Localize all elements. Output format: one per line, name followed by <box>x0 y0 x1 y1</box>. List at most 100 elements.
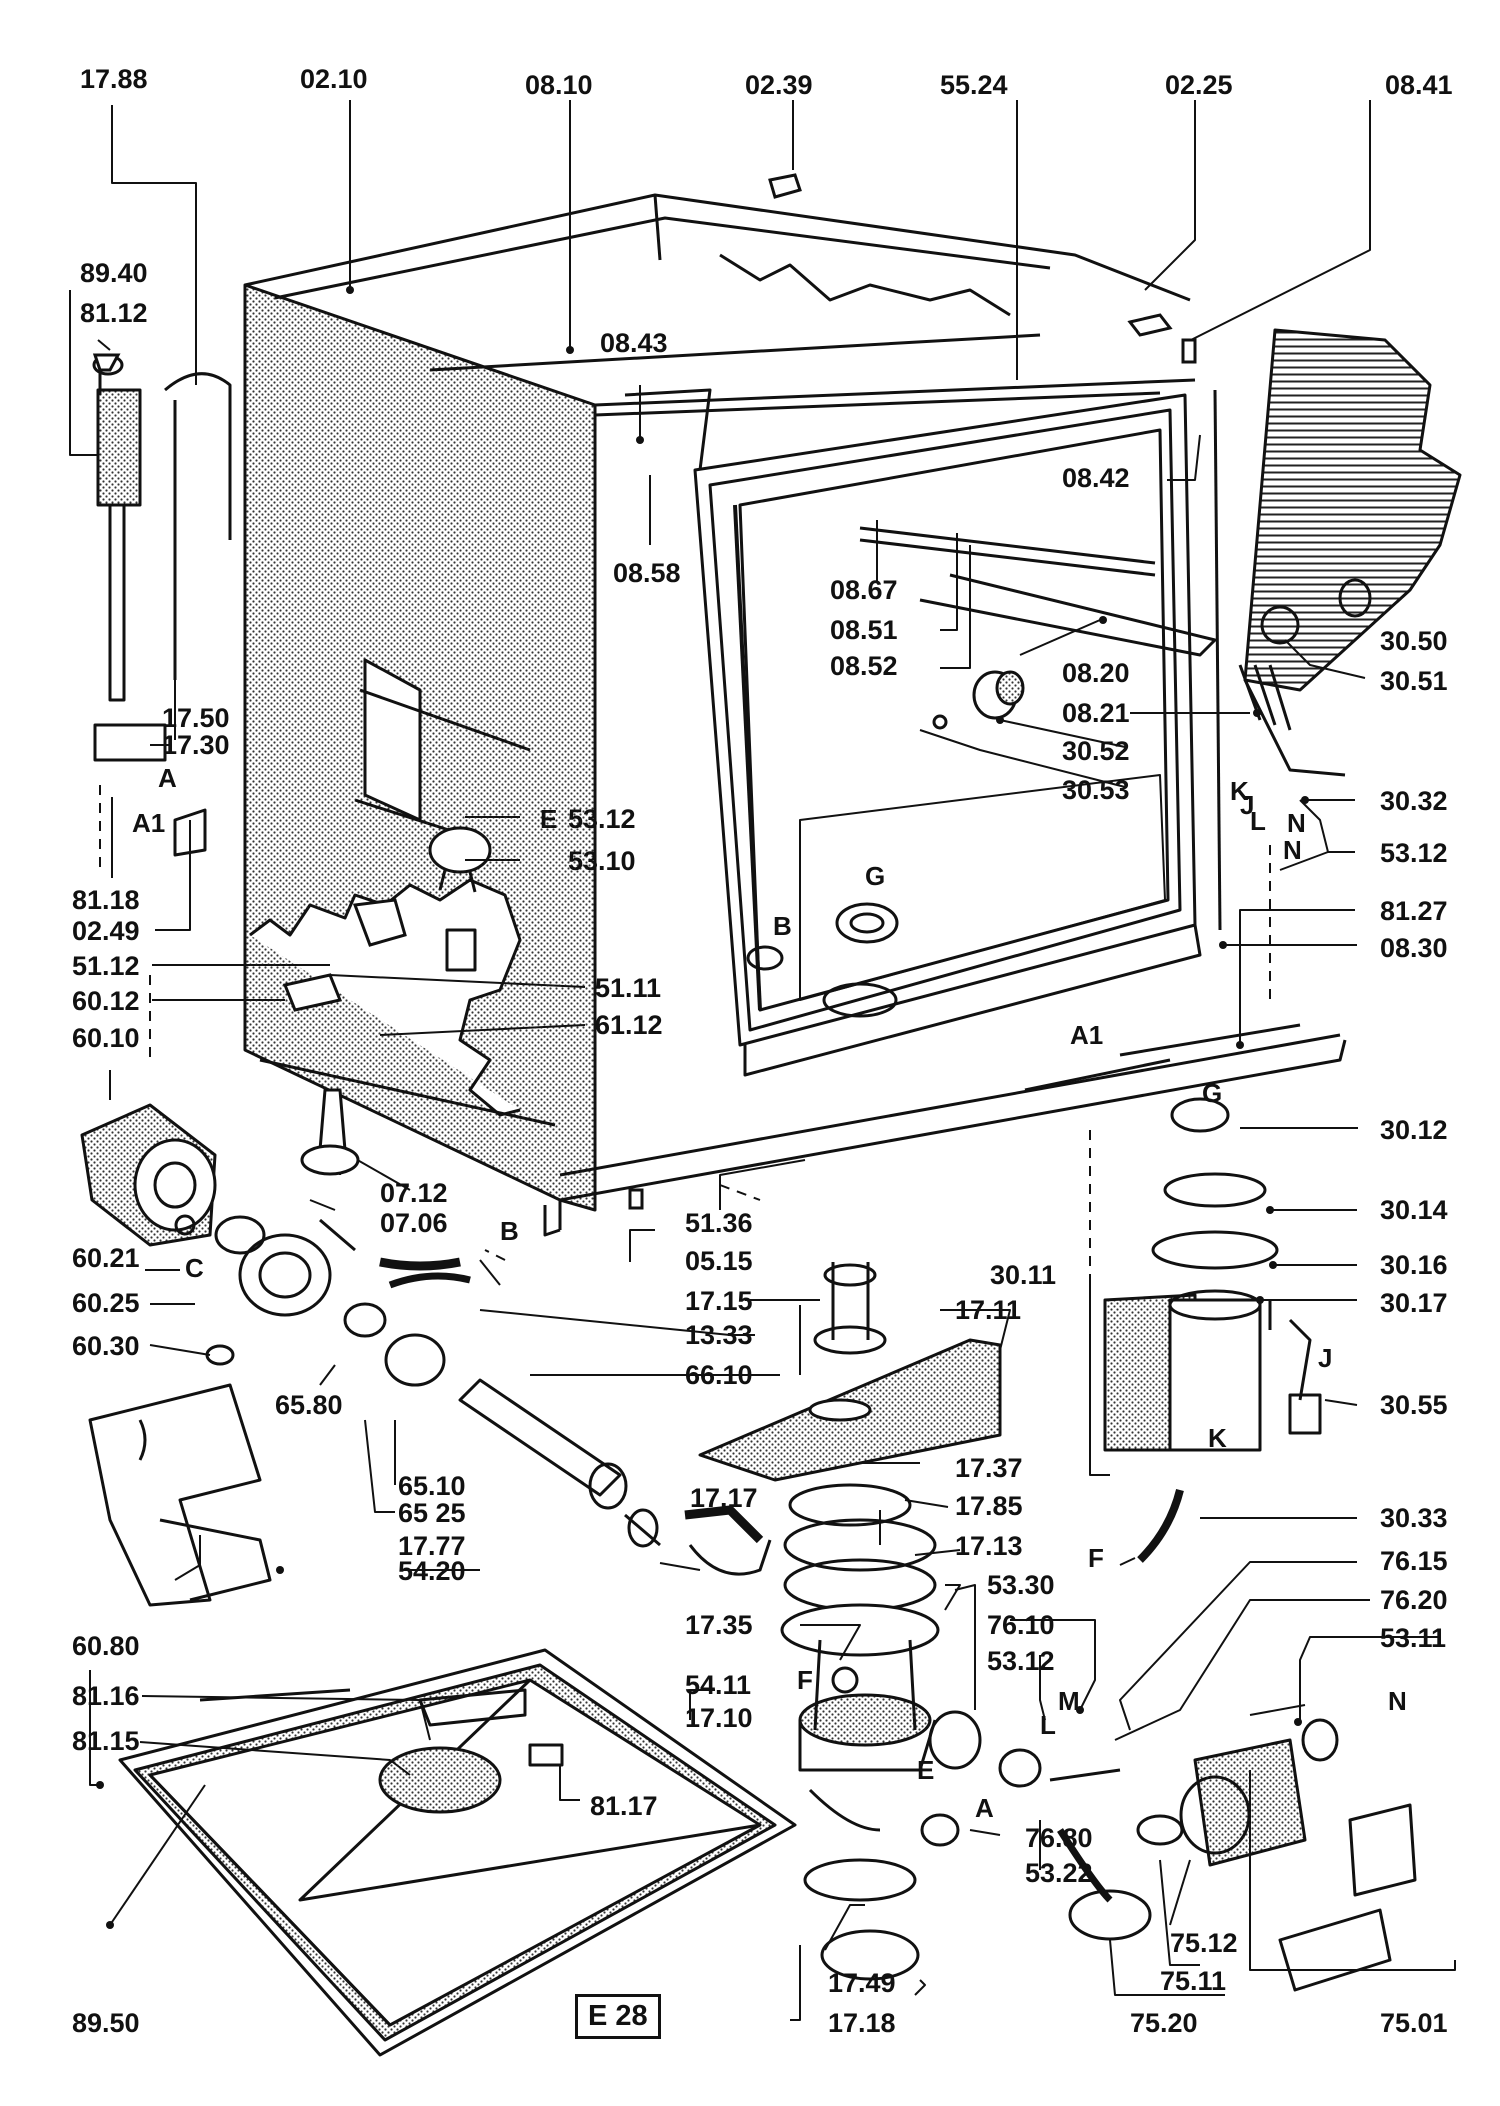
part-label: 30.16 <box>1380 1250 1448 1280</box>
part-label: 17.50 <box>162 703 230 733</box>
switch-part-51-12 <box>352 898 407 947</box>
part-label: 02.25 <box>1165 70 1233 100</box>
ref-letter: E <box>540 804 558 834</box>
heater-tube <box>458 1378 661 1548</box>
part-label: 75.11 <box>1160 1966 1227 1996</box>
motor-bracket <box>88 1383 272 1607</box>
base-tray <box>118 1648 797 2057</box>
part-label: 02.10 <box>300 64 368 94</box>
part-label: 30.51 <box>1380 666 1448 696</box>
part-label: 08.42 <box>1062 463 1130 493</box>
ref-letter: C <box>185 1253 204 1283</box>
ref-letter: N <box>1287 808 1306 838</box>
part-label: 30.50 <box>1380 626 1448 656</box>
part-label: 76.15 <box>1380 1546 1448 1576</box>
part-label: 30.11 <box>990 1260 1057 1290</box>
ref-letter: F <box>1088 1543 1104 1573</box>
part-label: 60.25 <box>72 1288 140 1318</box>
ref-letter: A1 <box>132 808 166 838</box>
part-label: 75.20 <box>1130 2008 1198 2038</box>
part-label: 81.17 <box>590 1791 658 1821</box>
ref-letter: F <box>797 1665 813 1695</box>
part-label: 17.18 <box>828 2008 896 2038</box>
part-label: 30.33 <box>1380 1503 1448 1533</box>
ref-letter: A <box>975 1793 994 1823</box>
ref-letter: L <box>1040 1710 1056 1740</box>
bracket-part-02-25 <box>1127 313 1173 337</box>
part-label: 61.12 <box>595 1010 663 1040</box>
ref-letter: A1 <box>1070 1020 1104 1050</box>
part-label: 66.10 <box>685 1360 753 1390</box>
ref-letter: J <box>1318 1343 1333 1373</box>
part-label: 60.30 <box>72 1331 140 1361</box>
ref-letter: L <box>1250 806 1266 836</box>
part-label: 08.20 <box>1062 658 1130 688</box>
part-label: 53.12 <box>987 1646 1055 1676</box>
inlet-hose-assembly <box>92 354 232 857</box>
part-label: 81.27 <box>1380 896 1448 926</box>
part-label: 65.10 <box>398 1471 466 1501</box>
part-label: 81.12 <box>80 298 148 328</box>
tub-outlets <box>746 670 1025 1018</box>
part-label: 08.52 <box>830 651 898 681</box>
part-label: 13.33 <box>685 1320 753 1350</box>
part-label: 30.17 <box>1380 1288 1448 1318</box>
leader-dots <box>96 286 1309 1929</box>
hose-pipes <box>388 1272 1184 1576</box>
screw-part-05-15 <box>628 1188 644 1210</box>
clip-part-02-39 <box>768 173 802 199</box>
leader-lines <box>69 100 1456 2021</box>
part-label: 81.16 <box>72 1681 140 1711</box>
ref-letter: A <box>158 763 177 793</box>
part-label: 30.55 <box>1380 1390 1448 1420</box>
part-label: 81.15 <box>72 1726 140 1756</box>
part-label: 76.80 <box>1025 1823 1093 1853</box>
part-label: 07.06 <box>380 1208 448 1238</box>
ref-letter: K <box>1208 1423 1227 1453</box>
ref-letter: G <box>1202 1078 1223 1108</box>
right-side-panel <box>1213 328 1462 931</box>
part-label: 54.20 <box>398 1556 466 1586</box>
part-label: 30.12 <box>1380 1115 1448 1145</box>
part-label: 17.17 <box>690 1483 758 1513</box>
part-label: 89.40 <box>80 258 148 288</box>
part-label: 08.41 <box>1385 70 1453 100</box>
part-label: 08.21 <box>1062 698 1130 728</box>
part-label: 53.22 <box>1025 1858 1093 1888</box>
part-label: 54.11 <box>685 1670 752 1700</box>
part-label: 75.12 <box>1170 1928 1238 1958</box>
part-label: 07.12 <box>380 1178 448 1208</box>
part-label: 60.21 <box>72 1243 140 1273</box>
part-label: 65 25 <box>398 1498 466 1528</box>
part-label: 08.10 <box>525 70 593 100</box>
ref-letter: N <box>1388 1686 1407 1716</box>
ref-letter: J <box>1240 790 1255 820</box>
part-label: 60.80 <box>72 1631 140 1661</box>
part-label: 76.20 <box>1380 1585 1448 1615</box>
part-label: 05.15 <box>685 1246 753 1276</box>
part-label: 17.49 <box>828 1968 896 1998</box>
part-label: 17.15 <box>685 1286 753 1316</box>
part-label: 17.37 <box>955 1453 1023 1483</box>
sheet-code-badge: E 28 <box>575 1994 661 2039</box>
part-label: 08.30 <box>1380 933 1448 963</box>
ref-letter: N <box>1283 835 1302 865</box>
part-label: 65.80 <box>275 1390 343 1420</box>
part-label: 53.12 <box>1380 838 1448 868</box>
part-label: 08.43 <box>600 328 668 358</box>
foot-base-07-06 <box>300 1144 360 1176</box>
part-label: 51.36 <box>685 1208 753 1238</box>
ref-letter: G <box>865 861 886 891</box>
part-label: 51.11 <box>595 973 662 1003</box>
part-label: 53.12 <box>568 804 636 834</box>
part-label: 53.30 <box>987 1570 1055 1600</box>
part-label: 30.14 <box>1380 1195 1448 1225</box>
part-label: 02.39 <box>745 70 813 100</box>
ref-letter: B <box>500 1216 519 1246</box>
part-label: 89.50 <box>72 2008 140 2038</box>
part-label: 60.12 <box>72 986 140 1016</box>
clip-part-08-41 <box>1181 338 1197 364</box>
part-label: 81.18 <box>72 885 140 915</box>
foot-part-07-12 <box>318 1088 347 1152</box>
